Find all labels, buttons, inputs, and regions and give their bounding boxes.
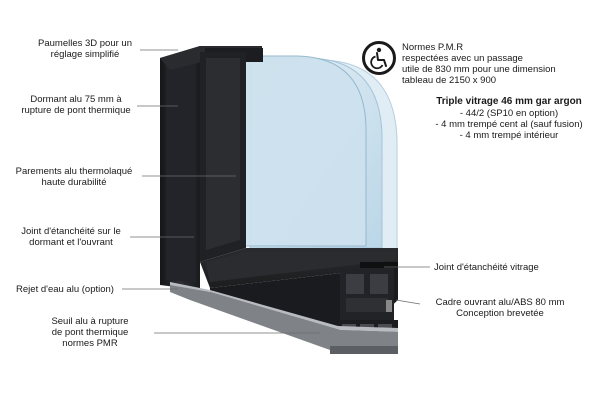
threshold-sill-top xyxy=(170,282,398,332)
threshold-foot xyxy=(330,346,398,354)
label-vitrage-title: Triple vitrage 46 mm gar argon xyxy=(436,96,582,107)
bottom-profile-section xyxy=(210,262,398,336)
label-rejet: Rejet d'eau alu (option) xyxy=(16,284,114,295)
label-vitrage-details: - 44/2 (SP10 en option) - 4 mm trempé ce… xyxy=(435,108,583,141)
wheelchair-accessibility-icon xyxy=(362,41,396,75)
glass-pane-inner xyxy=(241,55,367,247)
label-dormant: Dormant alu 75 mm à rupture de pont ther… xyxy=(21,94,131,116)
threshold-sill xyxy=(170,282,398,350)
leader-cadre xyxy=(395,299,421,305)
label-parements: Parements alu thermolaqué haute durabili… xyxy=(15,166,133,188)
label-seuil: Seuil alu à rupture de pont thermique no… xyxy=(51,316,129,349)
dormant-frame-left-face xyxy=(166,52,196,282)
triple-glazing xyxy=(241,55,398,251)
label-joint-dormant: Joint d'étanchéité sur le dormant et l'o… xyxy=(21,226,121,248)
glazing-seal xyxy=(360,262,398,268)
sash-vertical-face xyxy=(206,58,240,250)
label-paumelles: Paumelles 3D pour un réglage simplifié xyxy=(38,38,132,60)
label-joint-vitrage: Joint d'étanchéité vitrage xyxy=(434,262,539,273)
label-pmr: Normes P.M.R respectées avec un passage … xyxy=(402,42,556,86)
sash-bottom-face xyxy=(205,252,396,282)
label-cadre: Cadre ouvrant alu/ABS 80 mm Conception b… xyxy=(435,297,565,319)
